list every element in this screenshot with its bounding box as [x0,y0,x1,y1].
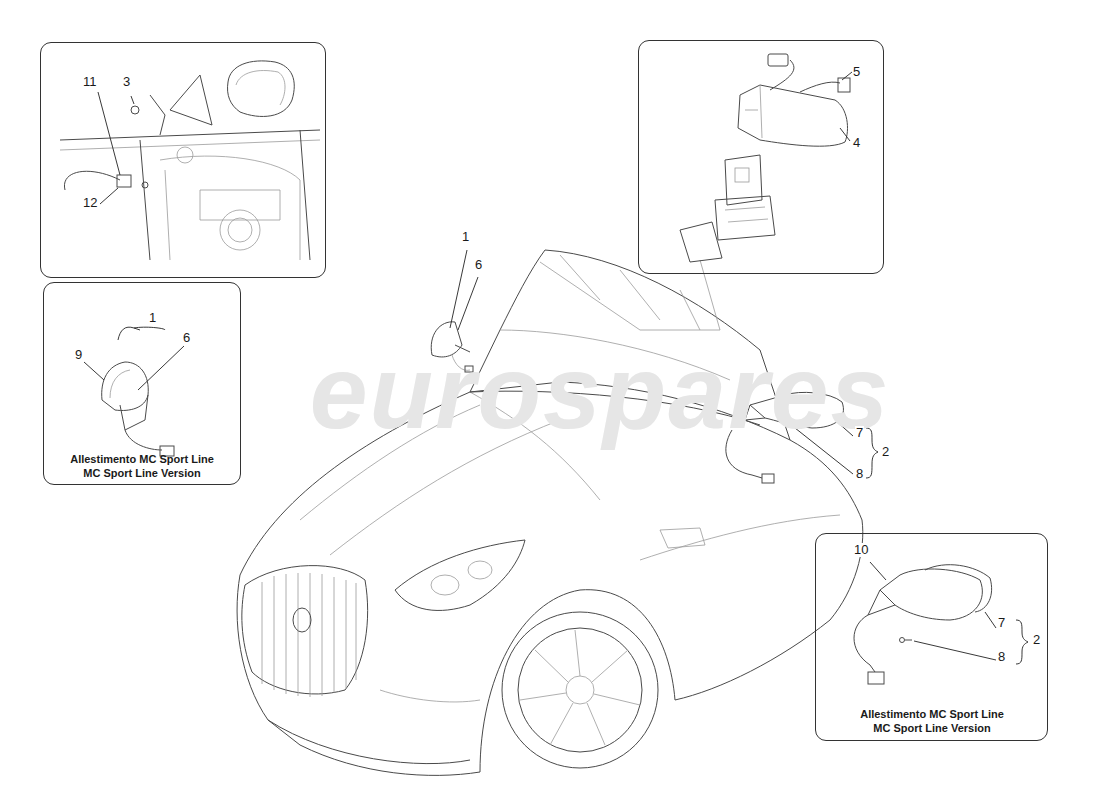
callout-number: 2 [881,445,890,459]
inset-panel: 10 7 2 8Allestimento MC Sport LineMC Sport … [815,533,1048,741]
inset-panel: 9 1 6Allestimento MC Sport LineMC Sport Li… [43,282,241,485]
door-drawing [60,61,320,260]
watermark: eurospares [310,340,891,444]
callout-number: 8 [997,650,1006,664]
callout-number: 7 [855,426,864,440]
mirror-drawing [854,562,1028,684]
callout-number: 1 [148,311,157,325]
callout-number: 6 [182,331,191,345]
callout-number: 1 [461,230,470,244]
callout-number: 7 [997,616,1006,630]
motor-drawing [680,54,852,262]
callout-number: 3 [122,75,131,89]
callout-number: 10 [853,543,869,557]
callout-number: 5 [852,65,861,79]
car-drawing [237,250,863,775]
callout-number: 2 [1032,633,1041,647]
callout-number: 8 [855,467,864,481]
version-caption: Allestimento MC Sport Line [860,708,1004,721]
mirror-drawing [84,327,184,456]
callout-number: 4 [852,136,861,150]
version-caption: MC Sport Line Version [873,722,990,735]
callout-number: 9 [74,348,83,362]
version-caption: Allestimento MC Sport Line [70,453,214,466]
callout-number: 6 [474,258,483,272]
inset-panel: 11 3 12 [40,42,326,278]
callout-number: 11 [82,75,98,89]
callout-number: 12 [82,196,98,210]
version-caption: MC Sport Line Version [83,467,200,480]
inset-panel: 54 [638,40,884,274]
